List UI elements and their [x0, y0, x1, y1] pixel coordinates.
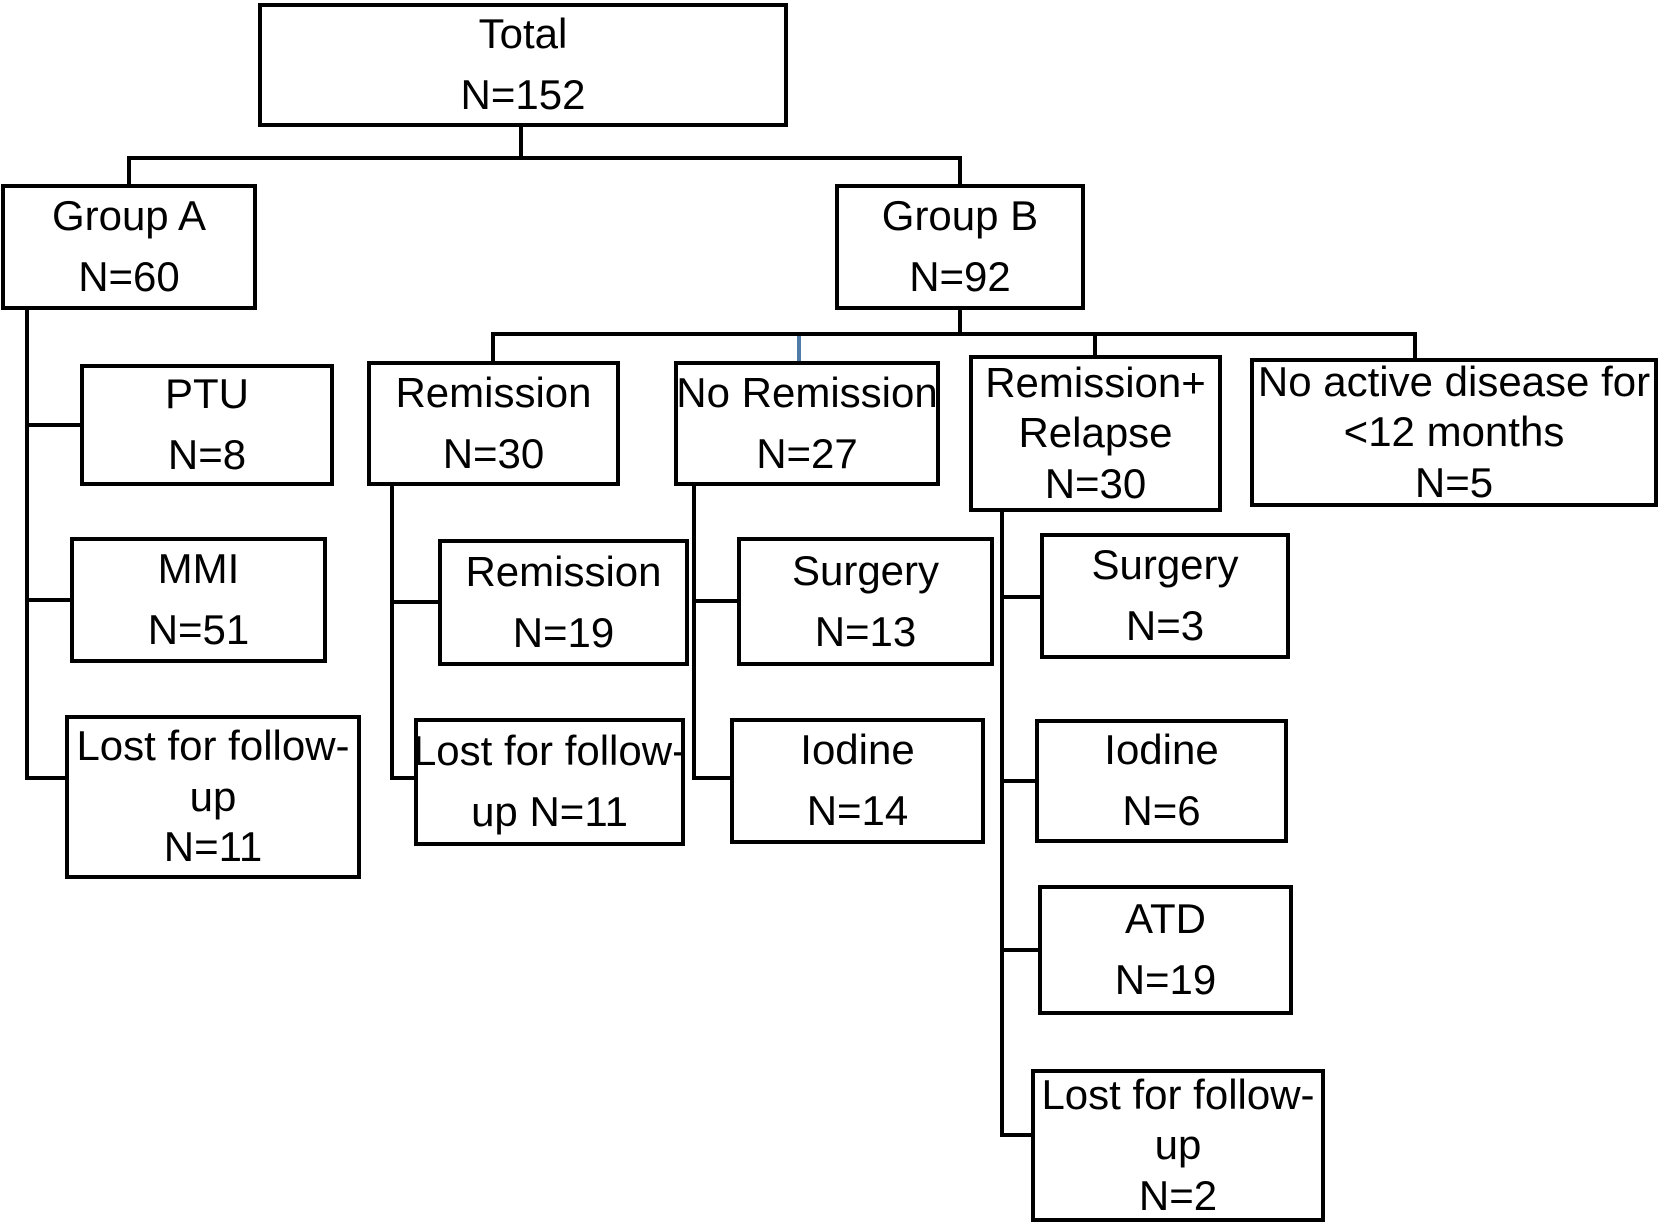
node-remission-30-line-1: N=30: [442, 429, 545, 477]
node-iodine-14-line-0: Iodine: [800, 726, 915, 774]
connector-stub-lost-a: [25, 776, 65, 780]
node-remission-relapse-30-line-1: Relapse: [1018, 409, 1173, 457]
connector-stub-ptu: [25, 423, 80, 427]
node-group-a: Group A N=60: [1, 184, 257, 310]
node-iodine-14: Iodine N=14: [730, 718, 985, 844]
connector-level1-rail: [127, 156, 962, 160]
node-group-b-line-1: N=92: [909, 253, 1011, 300]
node-iodine-14-line-1: N=14: [806, 787, 909, 834]
node-no-active-disease-line-1: <12 months: [1343, 408, 1565, 456]
node-no-active-disease: No active disease for <12 months N=5: [1250, 358, 1658, 507]
node-mmi: MMI N=51: [70, 537, 327, 663]
node-total-line-0: Total: [478, 10, 568, 58]
connector-remission30-spine: [390, 486, 394, 780]
connector-group-a-spine: [25, 310, 29, 780]
node-lost-follow-up-d-line-2: N=2: [1138, 1171, 1218, 1219]
node-mmi-line-1: N=51: [147, 606, 250, 653]
node-no-remission-27: No Remission N=27: [674, 361, 940, 486]
node-no-remission-27-line-1: N=27: [756, 429, 858, 477]
node-ptu: PTU N=8: [80, 364, 334, 486]
node-surgery-3-line-0: Surgery: [1091, 541, 1239, 589]
node-remission-relapse-30: Remission+ Relapse N=30: [969, 355, 1222, 512]
connector-no-remission-spine: [692, 486, 696, 780]
connector-remission-relapse-spine: [1000, 510, 1004, 1137]
connector-drop-no-active-disease: [1413, 332, 1417, 358]
node-group-a-line-1: N=60: [78, 253, 180, 300]
connector-drop-group-b: [958, 156, 962, 184]
connector-drop-group-a: [127, 156, 131, 184]
connector-stub-surgery3: [1000, 595, 1040, 599]
node-lost-follow-up-b: Lost for follow- up N=11: [412, 718, 687, 846]
connector-stub-iodine6: [1000, 779, 1035, 783]
node-iodine-6-line-1: N=6: [1122, 787, 1201, 834]
node-lost-follow-up-d-line-1: up: [1154, 1121, 1202, 1169]
connector-stub-mmi: [25, 598, 70, 602]
node-atd-19-line-1: N=19: [1114, 956, 1217, 1003]
node-remission-19: Remission N=19: [438, 539, 689, 666]
connector-stub-iodine14: [692, 776, 730, 780]
connector-stub-lost-b: [390, 776, 414, 780]
node-surgery-13: Surgery N=13: [737, 537, 994, 666]
node-group-b: Group B N=92: [835, 184, 1085, 310]
node-iodine-6: Iodine N=6: [1035, 719, 1288, 843]
connector-stub-surgery13: [692, 599, 737, 603]
node-total: Total N=152: [258, 3, 788, 127]
node-lost-follow-up-a-line-0: Lost for follow-: [76, 722, 350, 770]
node-no-active-disease-line-0: No active disease for: [1257, 357, 1651, 405]
node-lost-follow-up-a: Lost for follow- up N=11: [65, 715, 361, 879]
node-lost-follow-up-d: Lost for follow- up N=2: [1031, 1069, 1325, 1222]
connector-drop-remission30: [491, 332, 495, 361]
node-lost-follow-up-a-line-2: N=11: [163, 823, 263, 871]
node-lost-follow-up-d-line-0: Lost for follow-: [1041, 1070, 1315, 1118]
node-remission-30-line-0: Remission: [395, 368, 592, 416]
node-remission-relapse-30-line-2: N=30: [1044, 459, 1147, 507]
connector-total-drop: [519, 127, 523, 160]
connector-stub-atd: [1000, 948, 1038, 952]
connector-stub-remission19: [390, 600, 438, 604]
node-group-a-line-0: Group A: [51, 192, 207, 240]
node-surgery-13-line-0: Surgery: [791, 546, 940, 594]
node-surgery-3: Surgery N=3: [1040, 533, 1290, 659]
node-remission-30: Remission N=30: [367, 361, 620, 486]
node-ptu-line-1: N=8: [167, 431, 247, 478]
connector-drop-no-remission: [797, 336, 801, 361]
node-surgery-13-line-1: N=13: [814, 607, 917, 655]
node-lost-follow-up-b-line-1: up N=11: [471, 788, 628, 835]
node-lost-follow-up-b-line-0: Lost for follow-: [412, 727, 687, 775]
node-mmi-line-0: MMI: [157, 545, 240, 593]
node-remission-19-line-1: N=19: [512, 608, 615, 656]
node-iodine-6-line-0: Iodine: [1104, 726, 1219, 774]
node-no-remission-27-line-0: No Remission: [676, 368, 938, 416]
node-remission-relapse-30-line-0: Remission+: [985, 358, 1206, 406]
node-remission-19-line-0: Remission: [465, 547, 662, 595]
connector-stub-lost-d: [1000, 1133, 1031, 1137]
node-atd-19: ATD N=19: [1038, 885, 1293, 1015]
node-ptu-line-0: PTU: [165, 370, 249, 418]
node-no-active-disease-line-2: N=5: [1414, 458, 1494, 506]
node-lost-follow-up-a-line-1: up: [189, 772, 237, 820]
connector-drop-remission-relapse: [1093, 332, 1097, 355]
connector-group-b-drop: [958, 310, 962, 336]
node-group-b-line-0: Group B: [881, 192, 1039, 240]
node-total-line-1: N=152: [460, 71, 586, 118]
connector-level2-rail: [491, 332, 1417, 336]
node-atd-19-line-0: ATD: [1125, 895, 1206, 943]
node-surgery-3-line-1: N=3: [1125, 602, 1205, 649]
